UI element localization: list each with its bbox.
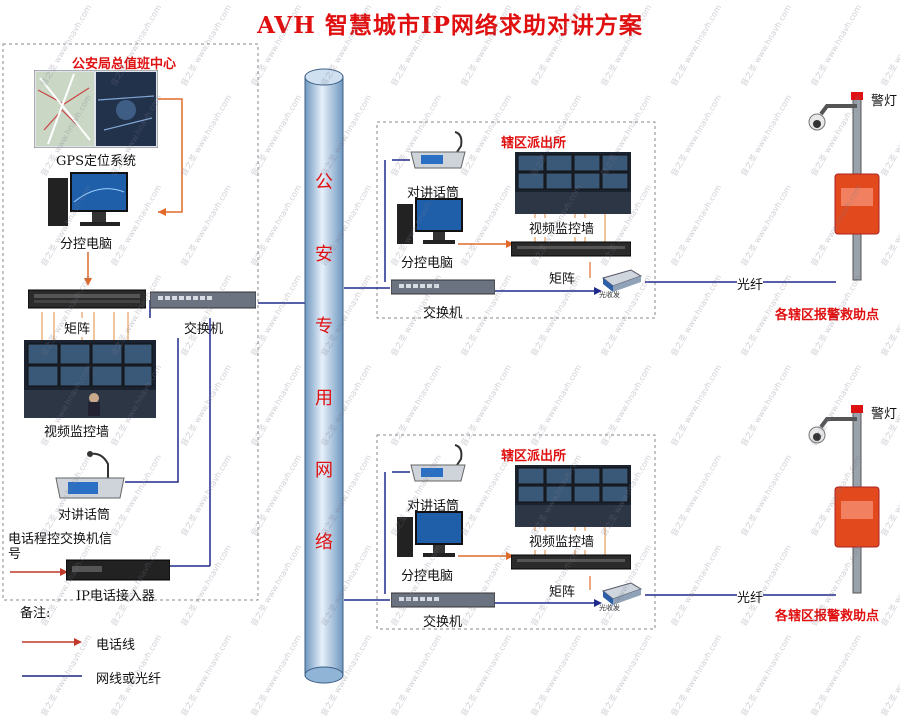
police-station-2: 辖区派出所 对讲话筒 视频监控墙 分控电脑 矩阵 交换机 光收发: [377, 405, 900, 635]
pipe-char: 络: [315, 532, 333, 553]
pipe-char: 安: [315, 244, 333, 265]
phone-signal-label: 电话程控交换机信号: [8, 532, 113, 562]
intercom-label: 对讲话筒: [58, 508, 111, 523]
police-station-1: 辖区派出所 对讲话筒 视频监控墙 分控电脑 矩阵 交换机 光收发: [377, 92, 900, 323]
alarm-point-label: 各辖区报警救助点: [775, 609, 880, 624]
intercom-icon: [55, 451, 125, 499]
station-title: 辖区派出所: [501, 449, 567, 464]
pipe-char: 用: [315, 388, 333, 409]
switch-icon: [391, 279, 495, 295]
computer-icon: [397, 511, 463, 557]
computer-icon: [397, 198, 463, 244]
matrix-label: 矩阵: [64, 318, 91, 337]
intercom-icon: [410, 444, 466, 482]
pipe-char: 公: [315, 172, 333, 193]
matrix-device-icon: [511, 241, 631, 257]
pipe-char: 专: [315, 316, 333, 337]
fiber-transceiver-icon: [601, 582, 643, 605]
intercom-label: 对讲话筒: [407, 186, 460, 201]
station-title: 辖区派出所: [501, 136, 567, 151]
matrix-device-icon: [28, 289, 146, 309]
gps-screen-icon: [34, 70, 158, 148]
alarm-light-label: 警灯: [871, 407, 898, 422]
network-pipe: 公安专用网络: [304, 68, 344, 684]
intercom-label: 对讲话筒: [407, 499, 460, 514]
ip-phone-adapter-icon: [66, 559, 170, 581]
videowall-label: 视频监控墙: [529, 531, 595, 550]
pipe-char: 网: [315, 460, 333, 481]
gps-label: GPS定位系统: [56, 154, 137, 169]
fiber-label: 光纤: [737, 274, 764, 293]
matrix-device-icon: [511, 554, 631, 570]
videowall-image: [515, 152, 631, 214]
fiber-transceiver-icon: [601, 269, 643, 292]
videowall-label: 视频监控墙: [44, 425, 110, 440]
alarm-light-label: 警灯: [871, 94, 898, 109]
legend-title: 备注:: [20, 606, 51, 621]
ip-phone-label: IP电话接入器: [76, 589, 155, 604]
legend-network-line: 网线或光纤: [96, 672, 162, 687]
alarm-pole: [808, 92, 880, 281]
switch-label: 交换机: [423, 615, 463, 630]
videowall-image: [24, 340, 156, 418]
pc-label: 分控电脑: [401, 256, 454, 271]
transceiver-label: 光收发: [599, 291, 620, 299]
pc-label: 分控电脑: [60, 237, 113, 252]
switch-label: 交换机: [184, 322, 224, 337]
diagram-title: AVH 智慧城市IP网络求助对讲方案: [257, 12, 643, 39]
center-label: 公安局总值班中心: [72, 57, 177, 72]
alarm-point-label: 各辖区报警救助点: [775, 308, 880, 323]
matrix-label: 矩阵: [549, 272, 576, 287]
fiber-label: 光纤: [737, 587, 764, 606]
videowall-label: 视频监控墙: [529, 218, 595, 237]
switch-icon: [150, 291, 256, 309]
alarm-pole: [808, 405, 880, 594]
transceiver-label: 光收发: [599, 604, 620, 612]
matrix-label: 矩阵: [549, 585, 576, 600]
computer-icon: [48, 172, 128, 226]
videowall-image: [515, 465, 631, 527]
switch-label: 交换机: [423, 306, 463, 321]
legend-phone-line: 电话线: [96, 638, 136, 653]
intercom-icon: [410, 131, 466, 169]
pc-label: 分控电脑: [401, 569, 454, 584]
pipe-shape: [304, 68, 344, 684]
switch-icon: [391, 592, 495, 608]
